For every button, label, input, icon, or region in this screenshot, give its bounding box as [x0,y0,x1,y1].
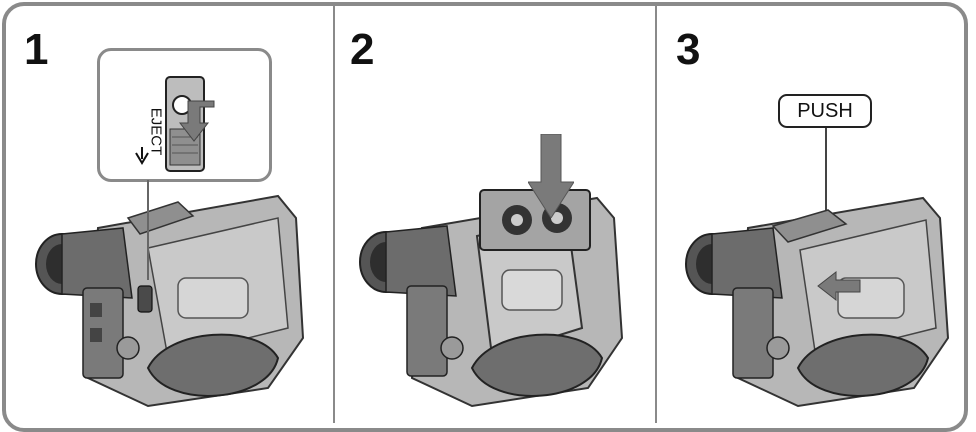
camcorder-illustration-2 [359,189,624,408]
push-label: PUSH [778,94,872,128]
push-arrow-icon [817,270,861,302]
eject-switch-inset: EJECT [97,48,272,182]
divider-1-2 [333,6,335,423]
down-arrow-icon [178,100,215,142]
inset-leader-line [147,180,149,280]
cassette-icon [479,189,591,251]
step-number-2: 2 [350,25,375,74]
eject-switch-icon [135,76,215,172]
step-number-3: 3 [676,25,701,74]
down-arrow-icon [528,134,574,218]
divider-2-3 [655,6,657,423]
push-leader-line [825,128,827,272]
camcorder-illustration-1 [35,194,305,408]
camcorder-illustration-3 [685,196,950,408]
step-number-1: 1 [24,25,49,74]
